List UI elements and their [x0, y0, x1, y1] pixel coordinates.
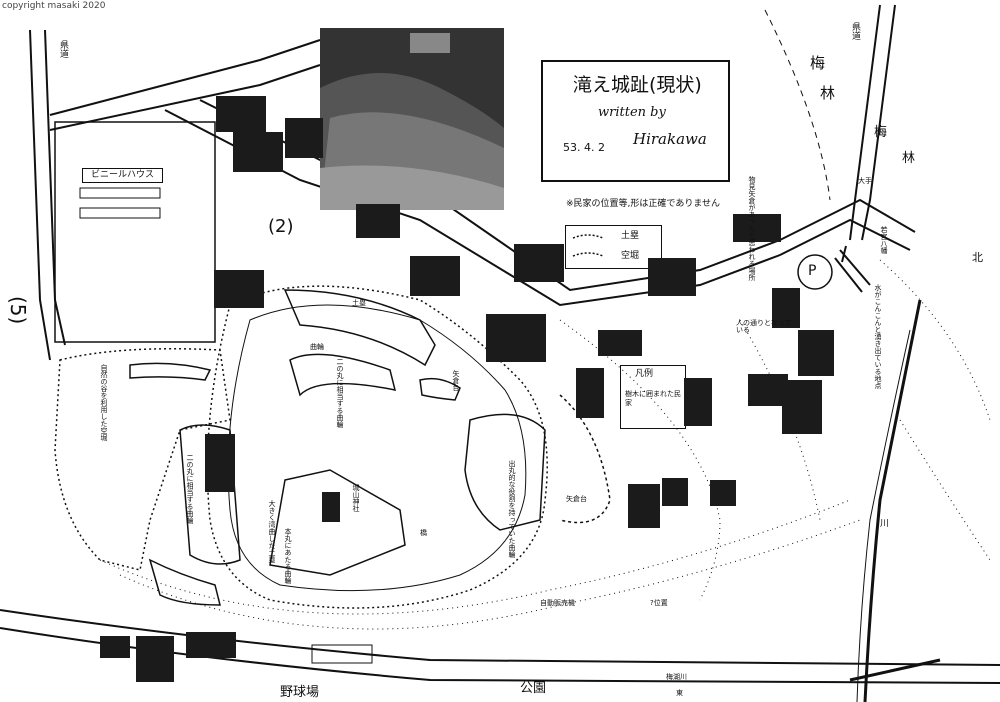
baseball-field-label: 野球場 — [280, 685, 320, 700]
earthwork-legend: 土塁 空堀 — [565, 225, 662, 269]
earthwork-small-label: 土塁 — [352, 299, 366, 307]
house-block — [798, 330, 834, 376]
written-by: written by — [598, 105, 666, 120]
plum-grove-label-2: 林 — [820, 84, 836, 102]
house-block — [322, 492, 340, 522]
plum-grove-label-4: 林 — [902, 151, 916, 166]
map-date: 53. 4. 2 — [563, 141, 605, 154]
house-block — [748, 374, 788, 406]
bailey-small-label: 曲輪 — [310, 343, 324, 351]
area-5-label: (5) — [6, 296, 30, 325]
house-position-note: ※民家の位置等,形は正確でありません — [566, 199, 721, 209]
river-label: 川 — [880, 519, 890, 529]
watch-platform-label-2: 矢倉台 — [566, 495, 587, 503]
watch-platform-label-1: 矢倉台 — [452, 370, 460, 391]
house-block — [684, 378, 712, 426]
house-block — [782, 380, 822, 434]
author-signature: Hirakawa — [633, 130, 707, 148]
river-name-label: 梅湖川 — [666, 673, 687, 681]
outwork-label: 出丸的な役割を持っていた曲輪 — [508, 460, 516, 558]
area-2-label: (2) — [268, 216, 294, 237]
house-block — [186, 632, 236, 658]
second-bailey-label: 二の丸に相当する曲輪 — [336, 358, 344, 428]
main-bailey-label: 本丸にあたる曲輪 — [284, 528, 292, 584]
house-block — [136, 636, 174, 682]
house-block — [733, 214, 781, 242]
house-block — [514, 244, 564, 282]
shrine-label: 城山神社 — [352, 484, 360, 512]
house-block — [410, 256, 460, 296]
bridge-label: 橋 — [420, 529, 427, 537]
house-block — [233, 132, 283, 172]
vending-machine-label: 自動販売機 — [540, 599, 575, 607]
curved-earthwork-label: 大きく湾曲した土塁 — [268, 500, 276, 563]
house-block — [628, 484, 660, 528]
watchtower-site-label: 物見矢倉があったと思われる場所 — [748, 176, 756, 281]
house-block — [710, 480, 736, 506]
house-block — [100, 636, 130, 658]
title-box: 滝え城趾(現状) written by 53. 4. 2 Hirakawa — [541, 60, 730, 182]
park-label: 公園 — [520, 681, 547, 696]
house-block — [772, 288, 800, 328]
plum-grove-label-1: 梅 — [810, 54, 826, 72]
house-block — [356, 204, 400, 238]
house-block — [576, 368, 604, 418]
prefectural-road-left: 県道 — [58, 40, 68, 58]
main-gate-label: 大手 — [858, 177, 872, 185]
house-block — [216, 96, 266, 132]
house-block — [205, 434, 235, 492]
second-bailey-label-2: 二の丸に相当する曲輪 — [186, 454, 194, 524]
map-title: 滝え城趾(現状) — [573, 74, 702, 96]
legend-moat: 空堀 — [621, 251, 640, 261]
copyright-text: copyright masaki 2020 — [2, 1, 106, 11]
house-block — [598, 330, 642, 356]
natural-valley-moat-label: 自然の谷を利用した空堀 — [100, 364, 108, 441]
unknown-position-label: ?位置 — [650, 599, 668, 607]
site-photo — [320, 28, 504, 210]
prefectural-road-right: 県道 — [850, 22, 860, 40]
north-label: 北 — [972, 251, 983, 264]
hachiman-shrine-label: 若宮八幡 — [880, 226, 888, 254]
parking-label: P — [808, 263, 817, 279]
house-block — [648, 258, 696, 296]
house-block — [285, 118, 323, 158]
house-block — [486, 314, 546, 362]
legend-earthwork: 土塁 — [621, 231, 640, 241]
path-label: 人の通りとなっている — [736, 319, 792, 334]
legend-body: 樹木に囲まれた民家 — [625, 390, 681, 408]
house-legend: 凡例 樹木に囲まれた民家 — [620, 365, 686, 429]
vinyl-house-label: ビニールハウス — [82, 168, 164, 183]
plum-grove-label-3: 梅 — [874, 125, 888, 140]
legend-title: 凡例 — [635, 369, 654, 379]
east-label: 東 — [676, 689, 683, 697]
house-block — [662, 478, 688, 506]
spring-water-label: 水がこんこんと湧き出ている地点 — [874, 284, 882, 389]
house-block — [214, 270, 264, 308]
